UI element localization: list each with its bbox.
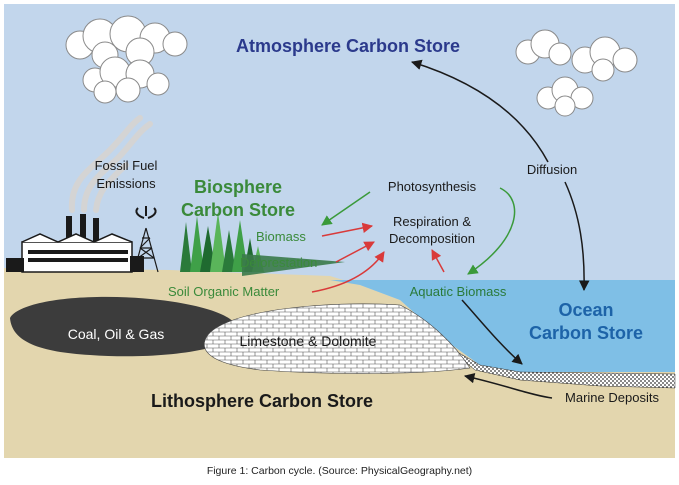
soil-organic-matter-label: Soil Organic Matter <box>168 284 280 299</box>
limestone-dolomite-label: Limestone & Dolomite <box>240 333 377 349</box>
deforestation-wedge <box>242 254 345 276</box>
marine-deposits-label: Marine Deposits <box>565 390 659 405</box>
factory-icon <box>6 214 144 273</box>
lithosphere-label: Lithosphere Carbon Store <box>151 391 373 411</box>
cloud-icon <box>65 15 188 104</box>
coal-oil-gas-label: Coal, Oil & Gas <box>68 326 164 342</box>
smoke-icon <box>68 115 153 213</box>
aquatic-respiration-arrow <box>431 249 445 273</box>
respiration-label-line1: Respiration & <box>393 214 471 229</box>
marine-deposits-arrow <box>463 372 553 399</box>
biosphere-label-line1: Biosphere <box>194 177 282 197</box>
diagram-canvas: Atmosphere Carbon Store Fossil Fuel Emis… <box>4 4 676 458</box>
ocean-label-line1: Ocean <box>558 300 613 320</box>
figure-caption: Figure 1: Carbon cycle. (Source: Physica… <box>206 465 473 477</box>
marine-deposit-layer <box>444 344 676 389</box>
diffusion-label: Diffusion <box>527 162 577 177</box>
biomass-respiration-arrow <box>321 222 374 237</box>
limestone-dolomite-deposit <box>203 303 471 374</box>
ocean-label-line2: Carbon Store <box>529 323 643 343</box>
oil-derrick-icon <box>133 206 159 273</box>
aquatic-to-deposit-arrow <box>461 299 523 365</box>
photosynthesis-biomass-arrow <box>321 191 371 226</box>
fossil-fuel-label-line2: Emissions <box>96 176 156 191</box>
photosynthesis-label: Photosynthesis <box>388 179 477 194</box>
coal-oil-gas-deposit <box>10 296 239 357</box>
cloud-icon <box>515 29 638 117</box>
deforestation-label: Deforestation <box>240 255 317 270</box>
ocean-body <box>330 280 675 372</box>
biosphere-label-line2: Carbon Store <box>181 200 295 220</box>
fossil-fuel-label-line1: Fossil Fuel <box>95 158 158 173</box>
soil-respiration-arrow <box>311 251 385 293</box>
respiration-label-line2: Decomposition <box>389 231 475 246</box>
diffusion-down-arrow <box>564 181 590 292</box>
diffusion-up-arrow <box>410 59 549 163</box>
photosynthesis-aquatic-arrow <box>467 187 516 275</box>
biomass-label: Biomass <box>256 229 306 244</box>
aquatic-biomass-label: Aquatic Biomass <box>410 284 507 299</box>
deforestation-respiration-arrow <box>335 241 375 263</box>
atmosphere-label: Atmosphere Carbon Store <box>236 36 460 56</box>
